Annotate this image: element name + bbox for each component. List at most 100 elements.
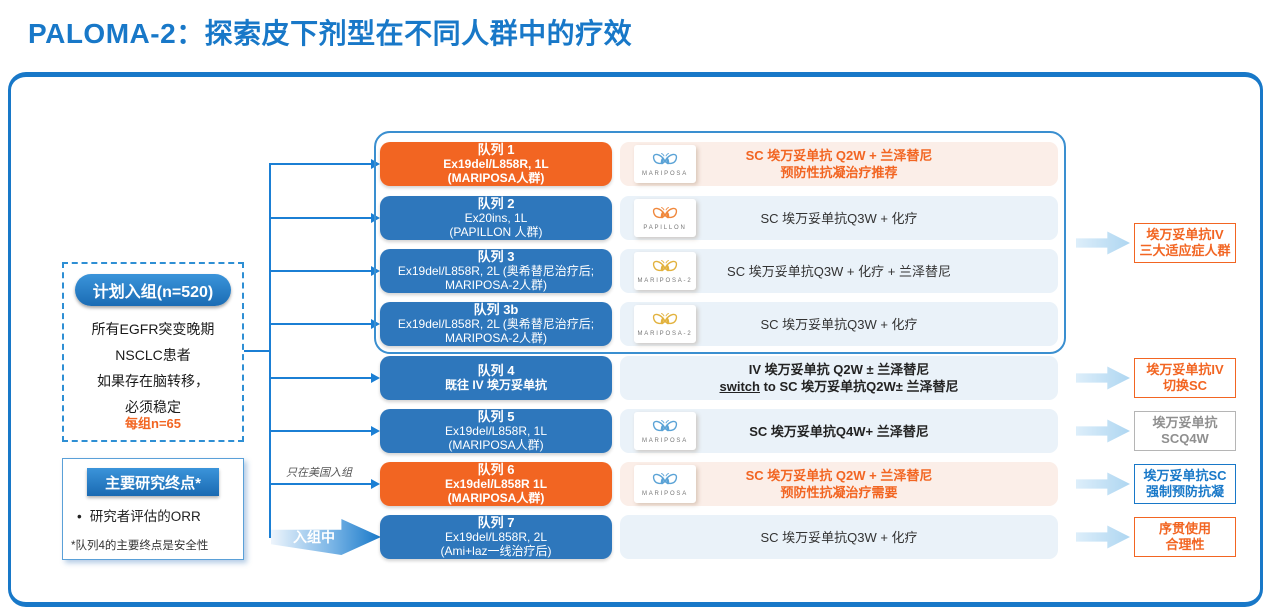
outcome-line: 埃万妥单抗 (1152, 415, 1218, 430)
butterfly-icon (652, 473, 678, 485)
endpoint-header: 主要研究终点* (87, 468, 219, 496)
branch-line-3 (270, 270, 371, 272)
cohort-title: 队列 1 (477, 142, 515, 157)
cohort-1-box: 队列 1 Ex19del/L858R, 1L (MARIPOSA人群) (380, 142, 612, 186)
treatment-line: SC 埃万妥单抗Q3W + 化疗 (760, 529, 918, 545)
cohort-title: 队列 3 (477, 249, 515, 264)
cohort-line: (PAPILLON 人群) (449, 225, 543, 239)
branch-arrow-icon (371, 426, 380, 436)
connector-trunk (269, 163, 271, 538)
outcome-line: 强制预防抗凝 (1145, 484, 1224, 499)
logo-label: MARIPOSA-2 (637, 278, 693, 284)
us-only-label: 只在美国入组 (286, 467, 352, 479)
endpoint-bullet-text: 研究者评估的ORR (89, 509, 201, 524)
cohort-line: MARIPOSA-2人群) (444, 278, 547, 292)
outcome-line: 切换SC (1162, 378, 1208, 393)
branch-line-3b (270, 323, 371, 325)
cohort-title: 队列 2 (477, 196, 515, 211)
cohort-line: (MARIPOSA人群) (448, 438, 544, 452)
page-title: PALOMA-2：探索皮下剂型在不同人群中的疗效 (28, 18, 633, 49)
cohort-4-box: 队列 4 既往 IV 埃万妥单抗 (380, 356, 612, 400)
cohort-line: (Ami+laz一线治疗后) (440, 544, 552, 558)
cohort-line: MARIPOSA-2人群) (444, 331, 547, 345)
logo-label: PAPILLON (643, 225, 687, 231)
mariposa-logo: MARIPOSA (634, 145, 696, 183)
enrollment-line: 必须稳定 (125, 399, 181, 415)
treatment-row-1: MARIPOSA SC 埃万妥单抗 Q2W + 兰泽替尼 预防性抗凝治疗推荐 (620, 142, 1058, 186)
butterfly-icon (652, 153, 678, 165)
connector-stub (242, 350, 270, 352)
treatment-line: SC 埃万妥单抗Q3W + 化疗 + 兰泽替尼 (727, 263, 951, 279)
cohort-line: (MARIPOSA人群) (447, 491, 545, 505)
enrolling-label: 入组中 (293, 529, 335, 545)
cohort-line: Ex19del/L858R 1L (444, 477, 548, 491)
enrollment-criteria: 所有EGFR突变晚期 NSCLC患者 如果存在脑转移， 必须稳定 (64, 316, 242, 420)
cohort-6-box: 队列 6 Ex19del/L858R 1L (MARIPOSA人群) (380, 462, 612, 506)
butterfly-icon (652, 260, 678, 272)
endpoint-bullet: • 研究者评估的ORR (77, 505, 201, 525)
treatment-row-3b: MARIPOSA-2 SC 埃万妥单抗Q3W + 化疗 (620, 302, 1058, 346)
logo-label: MARIPOSA (641, 171, 689, 177)
cohort-line: Ex20ins, 1L (464, 211, 528, 225)
mariposa-logo: MARIPOSA (634, 412, 696, 450)
treatment-row-3: MARIPOSA-2 SC 埃万妥单抗Q3W + 化疗 + 兰泽替尼 (620, 249, 1058, 293)
enrollment-box: 计划入组(n=520) 所有EGFR突变晚期 NSCLC患者 如果存在脑转移， … (62, 262, 244, 442)
cohort-5-box: 队列 5 Ex19del/L858R, 1L (MARIPOSA人群) (380, 409, 612, 453)
branch-line-2 (270, 217, 371, 219)
treatment-row-6: MARIPOSA SC 埃万妥单抗 Q2W + 兰泽替尼 预防性抗凝治疗需要 (620, 462, 1058, 506)
outcome-line: 埃万妥单抗SC (1143, 468, 1227, 483)
papillon-logo: PAPILLON (634, 199, 696, 237)
cohort-line: Ex19del/L858R, 1L (444, 424, 548, 438)
enrollment-line: NSCLC患者 (115, 347, 191, 363)
treatment-line-rest: to SC 埃万妥单抗Q2W± 兰泽替尼 (759, 379, 959, 394)
treatment-line: SC 埃万妥单抗 Q2W + 兰泽替尼 (745, 148, 933, 163)
cohort-title: 队列 3b (473, 302, 519, 317)
approved-group-outline (374, 131, 1066, 354)
cohort-title: 队列 5 (477, 409, 515, 424)
treatment-line: switch to SC 埃万妥单抗Q2W± 兰泽替尼 (720, 378, 959, 395)
outcome-line: 埃万妥单抗IV (1146, 362, 1224, 377)
butterfly-icon (652, 420, 678, 432)
outcome-line: SCQ4W (1161, 431, 1209, 446)
switch-word: switch (719, 379, 760, 394)
cohort-2-box: 队列 2 Ex20ins, 1L (PAPILLON 人群) (380, 196, 612, 240)
logo-label: MARIPOSA-2 (637, 331, 693, 337)
treatment-line: 预防性抗凝治疗需要 (780, 485, 898, 500)
cohort-line: (MARIPOSA人群) (447, 171, 545, 185)
treatment-line: IV 埃万妥单抗 Q2W ± 兰泽替尼 (748, 362, 930, 377)
outcome-line: 三大适应症人群 (1139, 243, 1231, 258)
treatment-row-7: SC 埃万妥单抗Q3W + 化疗 (620, 515, 1058, 559)
per-group-count: 每组n=65 (125, 416, 181, 431)
mariposa-2-logo: MARIPOSA-2 (634, 305, 696, 343)
butterfly-icon (652, 207, 678, 219)
logo-label: MARIPOSA (641, 491, 689, 497)
branch-line-6 (270, 483, 371, 485)
cohort-line: Ex19del/L858R, 2L (奥希替尼治疗后; (397, 317, 595, 331)
treatment-row-5: MARIPOSA SC 埃万妥单抗Q4W+ 兰泽替尼 (620, 409, 1058, 453)
outcome-line: 合理性 (1165, 537, 1205, 552)
outcome-line: 埃万妥单抗IV (1146, 227, 1224, 242)
cohort-3b-box: 队列 3b Ex19del/L858R, 2L (奥希替尼治疗后; MARIPO… (380, 302, 612, 346)
outcome-box-4: 埃万妥单抗SC 强制预防抗凝 (1134, 464, 1236, 504)
enrollment-line: 所有EGFR突变晚期 (91, 321, 215, 337)
cohort-line: Ex19del/L858R, 1L (443, 157, 549, 171)
cohort-line: Ex19del/L858R, 2L (奥希替尼治疗后; (397, 264, 595, 278)
cohort-title: 队列 6 (477, 462, 515, 477)
enrollment-line: 如果存在脑转移， (97, 373, 209, 389)
cohort-7-box: 队列 7 Ex19del/L858R, 2L (Ami+laz一线治疗后) (380, 515, 612, 559)
primary-endpoint-box: 主要研究终点* •研究者评估的ORR *队列4的主要终点是安全性 (62, 458, 244, 560)
bullet-icon: • (77, 509, 82, 524)
outcome-box-3: 埃万妥单抗 SCQ4W (1134, 411, 1236, 451)
cohort-title: 队列 4 (477, 363, 515, 378)
branch-line-1 (270, 163, 371, 165)
treatment-line: SC 埃万妥单抗Q3W + 化疗 (760, 210, 918, 226)
outcome-line: 序贯使用 (1158, 521, 1211, 536)
mariposa-2-logo: MARIPOSA-2 (634, 252, 696, 290)
cohort-3-box: 队列 3 Ex19del/L858R, 2L (奥希替尼治疗后; MARIPOS… (380, 249, 612, 293)
cohort-title: 队列 7 (477, 515, 515, 530)
logo-label: MARIPOSA (641, 438, 689, 444)
cohort-line: 既往 IV 埃万妥单抗 (444, 378, 547, 392)
enrollment-header: 计划入组(n=520) (75, 274, 231, 306)
mariposa-logo: MARIPOSA (634, 465, 696, 503)
